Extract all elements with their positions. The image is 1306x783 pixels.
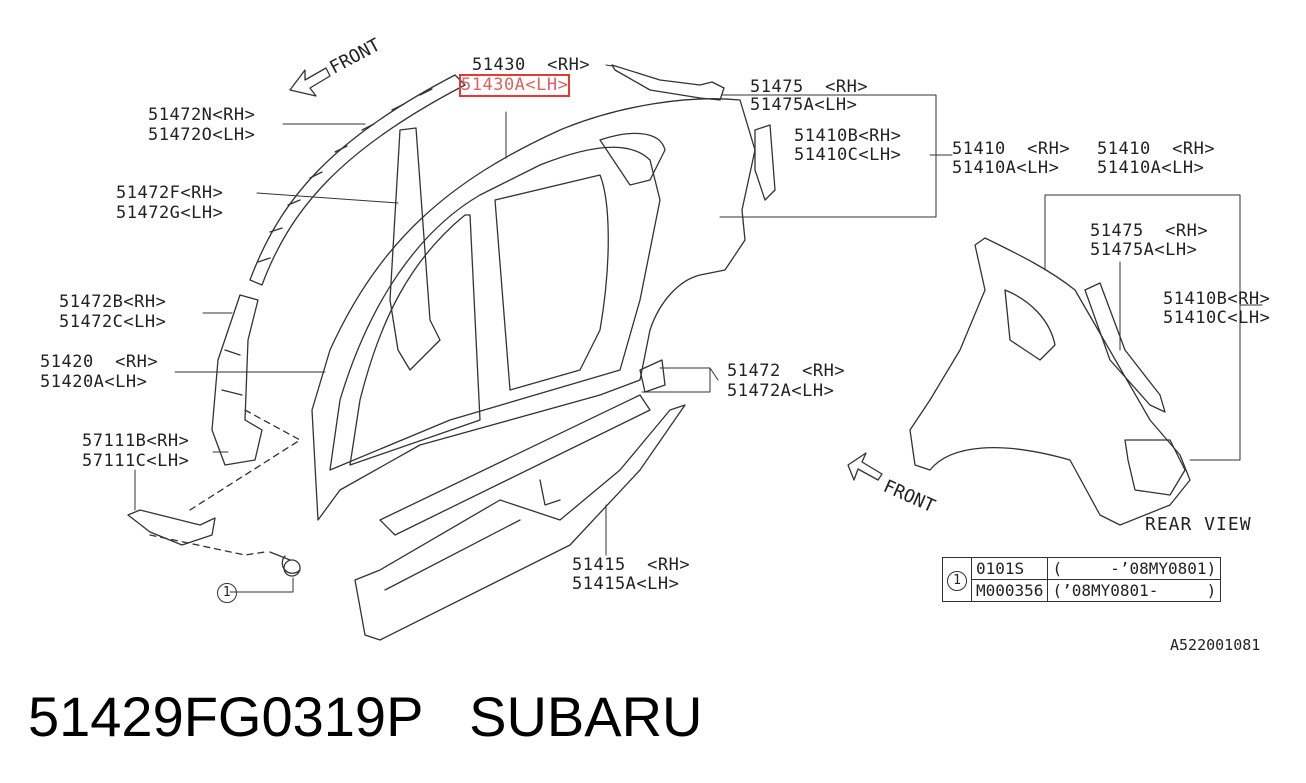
rear-roof-rail (611, 64, 725, 101)
table-row: 1 0101S ( -’08MY0801) (942, 557, 1222, 602)
label-51410a[interactable]: 51410A<LH> (952, 158, 1060, 178)
parts-diagram (127, 64, 1263, 641)
label-51472c[interactable]: 51472C<LH> (59, 312, 167, 332)
table-range-cell: ( -’08MY0801) (1047, 557, 1222, 580)
front-pillar-piece (211, 294, 263, 466)
rocker-inner (379, 394, 651, 536)
label-51415a[interactable]: 51415A<LH> (572, 574, 680, 594)
label-51472a[interactable]: 51472A<LH> (727, 381, 835, 401)
label-51410c[interactable]: 51410C<LH> (794, 145, 902, 165)
rear-bracket (754, 124, 776, 201)
label-51472f[interactable]: 51472F<RH> (116, 183, 224, 203)
label-51410-rear[interactable]: 51410 <RH> (1097, 139, 1216, 159)
label-51475a[interactable]: 51475A<LH> (750, 95, 858, 115)
label-51430a-highlighted[interactable]: 51430A<LH> (458, 74, 571, 97)
callout-1[interactable]: 1 (217, 582, 237, 603)
label-51475-rear[interactable]: 51475 <RH> (1090, 221, 1209, 241)
label-51475a-rear[interactable]: 51475A<LH> (1090, 240, 1198, 260)
label-51410a-rear[interactable]: 51410A<LH> (1097, 158, 1205, 178)
rocker-outer (354, 404, 686, 641)
marker-circle: 1 (947, 570, 967, 591)
label-51472g[interactable]: 51472G<LH> (116, 203, 224, 223)
a-pillar-inner (389, 127, 441, 371)
bracket-57111 (127, 509, 216, 546)
table-range-cell: (’08MY0801- ) (1047, 579, 1222, 602)
front-arrow (289, 67, 331, 97)
label-51410b-rear[interactable]: 51410B<RH> (1163, 289, 1271, 309)
table-row: M000356 (’08MY0801- ) (943, 579, 1222, 602)
label-51472b[interactable]: 51472B<RH> (59, 292, 167, 312)
label-51410b[interactable]: 51410B<RH> (794, 126, 902, 146)
label-51430[interactable]: 51430 <RH> (472, 55, 591, 75)
front-arrow-rear (847, 452, 883, 481)
label-51415[interactable]: 51415 <RH> (572, 555, 691, 575)
footer-caption: 51429FG0319P SUBARU (28, 684, 702, 749)
label-51472n[interactable]: 51472N<RH> (148, 105, 256, 125)
diagram-code: A522001081 (1170, 636, 1261, 654)
reference-table: 1 0101S ( -’08MY0801) M000356 (’08MY0801… (942, 557, 1222, 602)
label-51410c-rear[interactable]: 51410C<LH> (1163, 308, 1271, 328)
rear-view-inner-arch (1084, 282, 1166, 413)
bolt (269, 551, 301, 574)
label-51472o[interactable]: 51472O<LH> (148, 125, 256, 145)
label-51410[interactable]: 51410 <RH> (952, 139, 1071, 159)
label-51420[interactable]: 51420 <RH> (40, 352, 159, 372)
label-51475[interactable]: 51475 <RH> (750, 77, 869, 97)
side-body-outer (311, 98, 756, 521)
table-part-cell: M000356 (970, 579, 1049, 602)
table-part-cell: 0101S (970, 557, 1049, 580)
part-number: 51429FG0319P (28, 685, 423, 748)
rear-view-panel (909, 237, 1191, 526)
rear-view-caption: REAR VIEW (1145, 514, 1252, 535)
label-57111b[interactable]: 57111B<RH> (82, 431, 190, 451)
label-57111c[interactable]: 57111C<LH> (82, 451, 190, 471)
brand-name: SUBARU (469, 685, 703, 748)
label-51472[interactable]: 51472 <RH> (727, 361, 846, 381)
roof-rail-strip (249, 74, 466, 286)
table-marker-cell: 1 (942, 557, 972, 602)
label-51420a[interactable]: 51420A<LH> (40, 372, 148, 392)
